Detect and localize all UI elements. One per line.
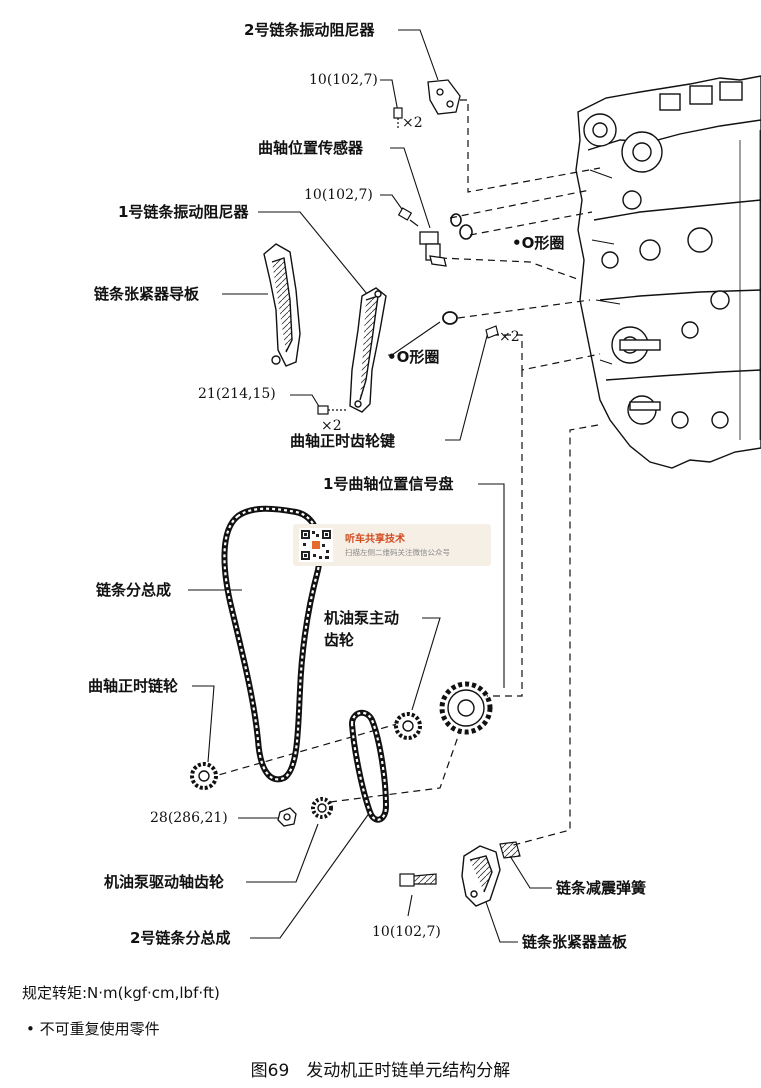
count-tensioner-bolts: ×2 (321, 418, 342, 434)
watermark-title: 听车共享技术 (345, 534, 405, 545)
label-o-ring-a: •O形圈 (512, 234, 565, 252)
torque-spec-note: 规定转矩:N·m(kgf·cm,lbf·ft) (22, 984, 220, 1002)
label-crank-position-sensor: 曲轴位置传感器 (258, 139, 364, 157)
leader-lines (188, 29, 552, 943)
count-damper-2-bolts: ×2 (402, 115, 423, 131)
oil-pump-drive-gear (394, 712, 422, 740)
non-reusable-bullet: • (26, 1020, 35, 1038)
chain-tensioner-slipper (263, 243, 301, 367)
label-tensioner-cover: 链条张紧器盖板 (522, 933, 628, 951)
timing-chain-2 (348, 709, 390, 823)
timing-chain (221, 505, 323, 783)
tensioner-cover (461, 845, 501, 907)
label-tensioner-guide: 链条张紧器导板 (94, 285, 200, 303)
torque-sensor: 10(102,7) (304, 187, 373, 203)
label-chain-damper-2: 2号链条振动阻尼器 (244, 21, 375, 39)
crank-sprocket (190, 762, 218, 790)
label-chain-damper-1: 1号链条振动阻尼器 (118, 203, 249, 221)
nut-oil-pump (277, 807, 297, 827)
o-ring-b (442, 311, 458, 325)
crankshaft-position-sensor (419, 231, 447, 267)
crank-position-signal-plate (439, 681, 493, 735)
qr-code-icon (299, 528, 333, 562)
label-signal-plate: 1号曲轴位置信号盘 (323, 475, 454, 493)
torque-oil-pump-nut: 28(286,21) (150, 810, 228, 826)
label-oil-pump-drive-gear-2: 齿轮 (324, 631, 355, 649)
crank-key (485, 325, 499, 339)
label-o-ring-b: •O形圈 (387, 348, 440, 366)
o-ring-a (450, 213, 473, 240)
torque-cover-bolt: 10(102,7) (372, 924, 441, 940)
bolt-tensioner (317, 405, 346, 415)
bolt-sensor (397, 207, 419, 227)
count-crank-key: ×2 (499, 329, 520, 345)
torque-tensioner: 21(214,15) (198, 386, 276, 402)
label-oil-pump-drive-gear-1: 机油泵主动 (324, 609, 400, 627)
chain-damper-2 (427, 79, 461, 115)
bolt-damper-2 (393, 107, 403, 130)
watermark-subtitle: 扫描左侧二维码关注微信公众号 (345, 548, 450, 557)
non-reusable-bullet: • (387, 348, 397, 366)
engine-block (575, 75, 761, 469)
bolt-cover (399, 873, 437, 887)
non-reusable-bullet: • (512, 234, 522, 252)
label-crank-key: 曲轴正时齿轮键 (290, 432, 396, 450)
figure-caption: 图69 发动机正时链单元结构分解 (250, 1061, 511, 1081)
label-chain-assy: 链条分总成 (96, 581, 172, 599)
oil-pump-shaft-gear (311, 797, 333, 819)
chain-damper-1 (349, 287, 387, 413)
torque-damper-2: 10(102,7) (309, 72, 378, 88)
label-chain-2-assy: 2号链条分总成 (130, 929, 231, 947)
label-crank-sprocket: 曲轴正时链轮 (88, 677, 179, 695)
chain-spring (499, 841, 521, 859)
watermark-banner: 听车共享技术 扫描左侧二维码关注微信公众号 (293, 524, 491, 566)
label-chain-spring: 链条减震弹簧 (556, 879, 647, 897)
non-reusable-note: • 不可重复使用零件 (26, 1020, 160, 1038)
label-oil-pump-shaft-gear: 机油泵驱动轴齿轮 (104, 873, 225, 891)
